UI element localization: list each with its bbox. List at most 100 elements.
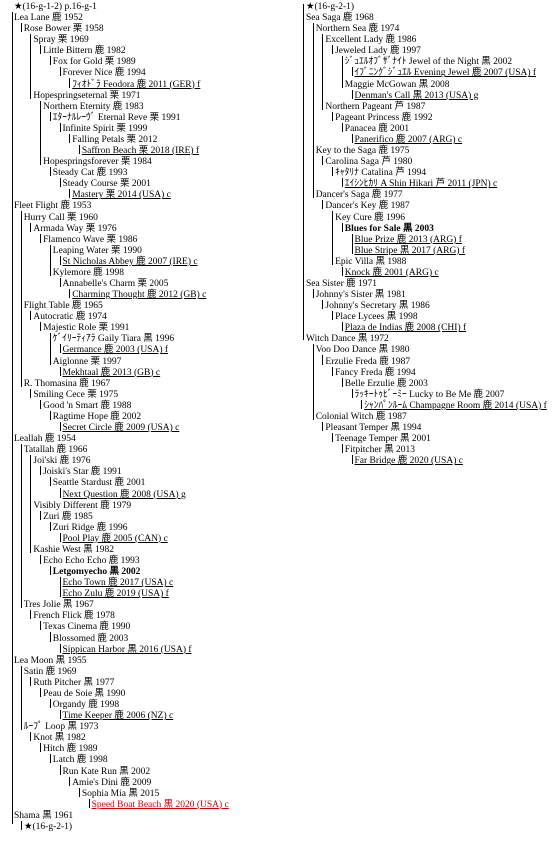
left-connector-line — [78, 144, 80, 155]
right-entry: Johnny's Secretary 黒 1986 — [325, 301, 430, 312]
left-entry: R. Thomasina 鹿 1967 — [23, 378, 111, 389]
right-connector-line — [322, 156, 324, 166]
right-entry: Dancer's Key 鹿 1987 — [325, 201, 410, 212]
right-entry: Colonial Witch 鹿 1987 — [315, 411, 407, 422]
left-entry: Seattle Stardust 鹿 2001 — [52, 478, 146, 489]
left-connector-line — [69, 133, 71, 143]
left-connector-line — [40, 687, 42, 697]
left-connector-line — [40, 399, 42, 409]
right-entry: Plaza de Indias 鹿 2008 (CHI) f — [344, 323, 467, 334]
left-connector-line — [30, 455, 32, 553]
right-entry: Maggie McGowan 黒 2008 — [344, 79, 450, 90]
left-entry: Falling Petals 栗 2012 — [72, 134, 158, 145]
left-entry: Joi'ski 鹿 1976 — [33, 456, 91, 467]
right-connector-line — [351, 388, 353, 398]
left-entry: Zuri 鹿 1985 — [43, 511, 93, 522]
left-connector-line — [49, 244, 51, 276]
left-entry: Saffron Beach 栗 2018 (IRE) f — [81, 146, 200, 157]
left-connector-line — [49, 521, 51, 531]
left-entry: Spray 栗 1969 — [33, 35, 89, 46]
right-connector-line — [351, 133, 353, 143]
right-entry: Blue Prize 鹿 2013 (ARG) f — [354, 234, 462, 245]
left-connector-line — [59, 277, 61, 287]
left-entry: Run Kate Run 黒 2002 — [62, 766, 151, 777]
left-entry: Forever Nice 鹿 1994 — [62, 68, 146, 79]
left-entry: Peau de Soie 黒 1990 — [43, 688, 126, 699]
left-entry: ★(16-g-1-2) p.16-g-1 — [14, 2, 97, 12]
left-entry: Knot 黒 1982 — [33, 733, 86, 744]
left-entry: Leallah 鹿 1954 — [14, 434, 76, 445]
right-connector-line — [322, 355, 324, 365]
left-connector-line — [78, 787, 80, 797]
right-entry: Far Bridge 鹿 2020 (USA) c — [354, 456, 463, 467]
left-connector-line — [59, 710, 61, 720]
left-entry: Tres Jolie 黒 1967 — [23, 600, 94, 611]
right-connector-line — [322, 34, 324, 110]
left-entry: Little Bittern 鹿 1982 — [43, 46, 126, 57]
left-connector-line — [40, 322, 42, 332]
left-connector-line — [20, 665, 22, 731]
right-connector-line — [322, 200, 324, 210]
left-entry: Ragtime Hope 鹿 2002 — [52, 411, 142, 422]
right-entry: Jeweled Lady 鹿 1997 — [335, 46, 421, 57]
left-connector-line — [40, 233, 42, 243]
left-connector-line — [20, 23, 22, 33]
left-connector-line — [59, 765, 61, 775]
left-connector-line — [59, 643, 61, 653]
left-entry: Steady Cat 鹿 1993 — [52, 168, 128, 179]
right-entry: Dancer's Saga 鹿 1977 — [315, 190, 403, 201]
left-connector-line — [21, 820, 22, 830]
left-connector-line — [40, 554, 42, 564]
left-entry: Secret Circle 鹿 2009 (USA) c — [62, 423, 180, 434]
right-entry: Panerifico 鹿 2007 (ARG) c — [354, 134, 463, 145]
right-entry: Belle Erzulie 鹿 2003 — [344, 378, 428, 389]
left-connector-line — [49, 698, 51, 709]
left-connector-line — [69, 78, 71, 88]
left-entry: Echo Zulu 鹿 2019 (USA) f — [62, 589, 169, 600]
left-connector-line — [30, 388, 32, 398]
left-entry: ★(16-g-2-1) — [24, 821, 73, 832]
left-connector-line — [49, 566, 51, 576]
left-connector-line — [40, 45, 42, 55]
right-entry: Key Cure 鹿 1996 — [335, 212, 406, 223]
left-entry: Good 'n Smart 鹿 1988 — [43, 400, 132, 411]
right-entry: Sea Sister 鹿 1971 — [306, 279, 377, 289]
left-entry: ﾙｰﾌﾟ Loop 黒 1973 — [23, 722, 99, 733]
left-connector-line — [69, 776, 71, 786]
right-connector-line — [341, 178, 343, 188]
left-entry: Amie's Dini 鹿 2009 — [72, 777, 152, 788]
left-entry: Smiling Cece 栗 1975 — [33, 389, 119, 400]
right-entry: Blues for Sale 黒 2003 — [344, 223, 434, 234]
left-entry: Echo Town 鹿 2017 (USA) c — [62, 578, 174, 589]
right-connector-line — [312, 344, 314, 420]
left-entry: Organdy 鹿 1998 — [52, 700, 120, 711]
left-entry: Latch 鹿 1998 — [52, 755, 108, 766]
right-entry: Teenage Temper 黒 2001 — [335, 434, 431, 445]
right-connector-line — [341, 122, 343, 132]
left-entry: Northern Eternity 鹿 1983 — [43, 101, 144, 112]
left-entry: Time Keeper 鹿 2006 (NZ) c — [62, 711, 174, 722]
left-connector-line — [59, 344, 61, 354]
right-entry: Erzulie Freda 鹿 1987 — [325, 356, 411, 367]
right-connector-line — [332, 311, 334, 321]
right-entry: Knock 鹿 2001 (ARG) c — [344, 267, 439, 278]
right-entry: Voo Doo Dance 黒 1980 — [315, 345, 410, 356]
right-connector-line — [351, 89, 353, 99]
right-entry: ★(16-g-2-1) — [306, 2, 355, 12]
right-entry: Pageant Princess 鹿 1992 — [335, 112, 433, 123]
left-connector-line — [69, 289, 71, 299]
right-entry: ｼﾞｭｴﾙｵﾌﾞｻﾞﾅｲﾄ Jewel of the Night 黒 2002 — [344, 57, 513, 68]
left-entry: Fleet Flight 鹿 1953 — [14, 201, 92, 212]
left-connector-line — [49, 410, 51, 420]
left-connector-line — [49, 56, 51, 66]
right-entry: Northern Sea 鹿 1974 — [315, 24, 400, 35]
right-entry: ｴｲｼﾝﾋｶﾘ A Shin Hikari 芦 2011 (JPN) c — [344, 179, 498, 190]
right-connector-line — [361, 399, 363, 409]
left-entry: St Nicholas Abbey 鹿 2007 (IRE) c — [62, 256, 198, 267]
right-entry: Excellent Lady 鹿 1986 — [325, 35, 417, 46]
right-connector-line — [312, 23, 314, 199]
right-connector-line — [312, 289, 314, 299]
left-connector-line — [40, 621, 42, 631]
right-entry: Panacea 鹿 2001 — [344, 123, 410, 134]
